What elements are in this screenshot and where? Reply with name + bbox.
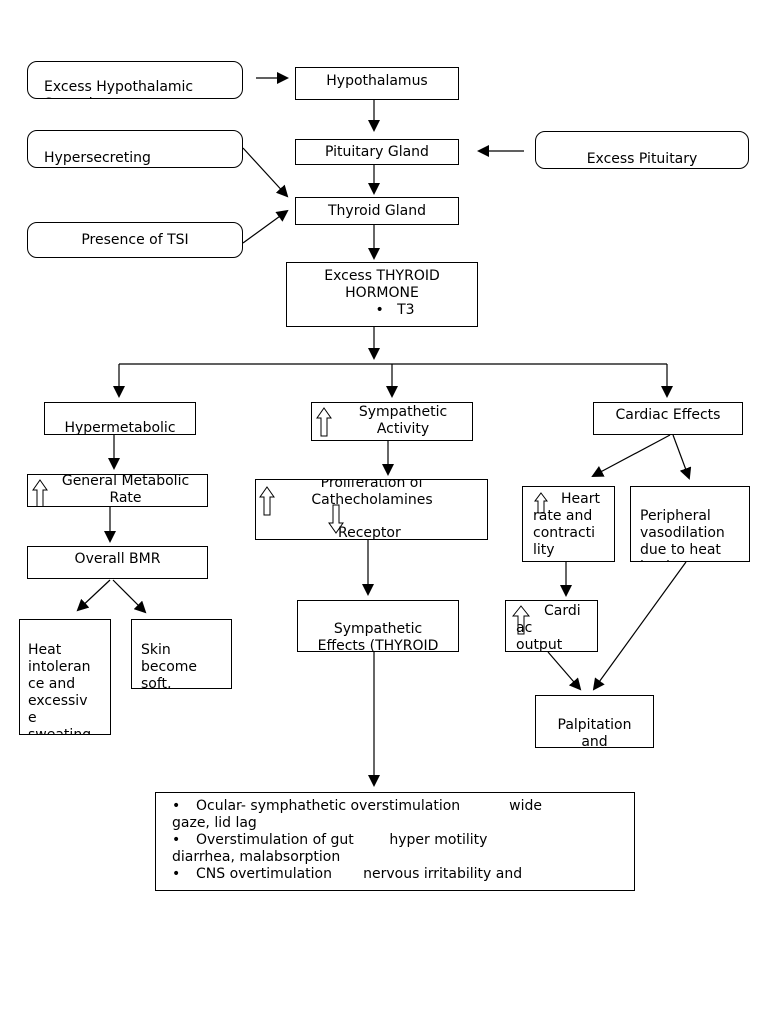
node-label: Sympathetic Effects (THYROID STORM) xyxy=(317,621,439,652)
effects-item-continuation: gaze, lid lag xyxy=(172,815,634,832)
node-sympathetic-effects: Sympathetic Effects (THYROID STORM) xyxy=(297,600,459,652)
arrow-bmr-to-heat xyxy=(76,579,111,612)
effects-continuation-text: gaze, lid lag xyxy=(172,815,257,831)
node-hypothalamus: Hypothalamus xyxy=(295,67,459,100)
node-label: Presence of TSI xyxy=(81,232,189,248)
up-arrow-icon xyxy=(512,605,530,635)
node-palpitation: Palpitation and Tachycardia xyxy=(535,695,654,748)
node-label: Excess THYROID HORMONE xyxy=(324,268,440,301)
node-general-metabolic-rate: General Metabolic Rate xyxy=(27,474,208,507)
node-label: Pituitary Gland xyxy=(325,144,429,160)
node-thyroid-gland: Thyroid Gland xyxy=(295,197,459,225)
node-label: Peripheral vasodilation due to heat load xyxy=(640,508,725,561)
arrow-tumor-to-thyroid xyxy=(242,147,289,198)
node-excess-thyroid-hormone: Excess THYROID HORMONE • T3 xyxy=(286,262,478,327)
node-heat-intolerance: Heat intoleran ce and excessiv e sweatin… xyxy=(19,619,111,735)
node-hypersecreting-tumor: Hypersecreting Thyroid Tumor xyxy=(27,130,243,168)
effects-item-gut: Overstimulation of gut hyper motility xyxy=(172,832,634,849)
effects-item-cns: CNS overtimulation nervous irritability … xyxy=(172,866,634,883)
arrow-bmr-to-skin xyxy=(112,579,147,614)
arrow-tsi-to-thyroid xyxy=(242,209,289,244)
up-arrow-icon xyxy=(32,479,48,506)
hormone-bullet-text: T3 xyxy=(397,302,415,318)
node-skin: Skin become soft, warm xyxy=(131,619,232,689)
node-label: Thyroid Gland xyxy=(327,203,427,219)
node-label: Heat intoleran ce and excessiv e sweatin… xyxy=(28,642,92,735)
effects-item-text: Ocular- symphathetic overstimulation wid… xyxy=(196,798,542,814)
node-label: Cardiac Effects xyxy=(615,407,721,423)
node-cardiac-effects: Cardiac Effects xyxy=(593,402,743,435)
node-label: Heart rate and contracti lity xyxy=(533,491,600,558)
hormone-bullet: • T3 xyxy=(375,302,415,318)
up-arrow-icon xyxy=(259,486,275,516)
node-label: Proliferation of Cathecholamines xyxy=(311,479,433,508)
effects-list-box: Ocular- symphathetic overstimulation wid… xyxy=(155,792,635,891)
node-heart-rate: Heart rate and contracti lity xyxy=(522,486,615,562)
node-label: Cardi ac output xyxy=(516,603,581,652)
node-label: General Metabolic Rate xyxy=(61,474,190,506)
effects-continuation-text: diarrhea, malabsorption xyxy=(172,849,341,865)
node-label: Skin become soft, warm xyxy=(141,642,198,689)
node-label: Sympathetic Activity xyxy=(358,404,448,437)
node-cardiac-output: Cardi ac output xyxy=(505,600,598,652)
node-label: Overall BMR xyxy=(74,551,161,567)
node-label: Excess Pituitary Secretion xyxy=(586,151,698,167)
node-receptor-label: Receptor xyxy=(338,525,401,540)
effects-item-text: CNS overtimulation nervous irritability … xyxy=(196,866,523,882)
up-arrow-icon xyxy=(534,492,548,514)
node-sympathetic-activity: Sympathetic Activity xyxy=(311,402,473,441)
node-label: Palpitation and Tachycardia xyxy=(557,717,632,748)
up-arrow-icon xyxy=(316,407,332,437)
arrow-peripheral-to-palpitation xyxy=(592,561,687,691)
arrow-cardiac-to-heart-rate xyxy=(591,434,671,477)
node-label: Hypermetabolic State xyxy=(64,420,176,435)
effects-item-text: Overstimulation of gut hyper motility xyxy=(196,832,488,848)
node-label: Hypersecreting Thyroid Tumor xyxy=(44,150,151,166)
effects-item-continuation: diarrhea, malabsorption xyxy=(172,849,634,866)
node-presence-tsi: Presence of TSI xyxy=(27,222,243,258)
node-pituitary-gland: Pituitary Gland xyxy=(295,139,459,165)
node-excess-pituitary: Excess Pituitary Secretion xyxy=(535,131,749,169)
arrow-cardi-to-palpitation xyxy=(547,651,582,691)
node-label: Excess Hypothalamic Secretion xyxy=(44,79,194,98)
node-excess-hypothalamic: Excess Hypothalamic Secretion xyxy=(27,61,243,99)
node-overall-bmr: Overall BMR xyxy=(27,546,208,579)
node-hypermetabolic-state: Hypermetabolic State xyxy=(44,402,196,435)
node-label: Hypothalamus xyxy=(326,73,428,89)
arrow-cardiac-to-peripheral xyxy=(672,434,692,480)
node-proliferation-cathecholamines: Proliferation of Cathecholamines Recepto… xyxy=(255,479,488,540)
node-peripheral-vasodilation: Peripheral vasodilation due to heat load xyxy=(630,486,750,562)
effects-list: Ocular- symphathetic overstimulation wid… xyxy=(166,798,634,883)
effects-item-ocular: Ocular- symphathetic overstimulation wid… xyxy=(172,798,634,815)
down-arrow-icon xyxy=(328,504,344,534)
